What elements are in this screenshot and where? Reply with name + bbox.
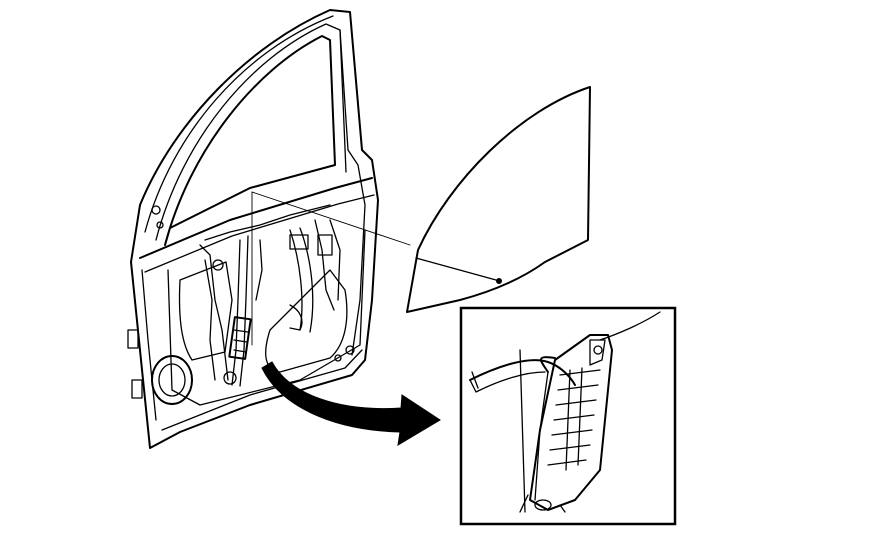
door-rear-edge xyxy=(349,11,363,151)
latch-housing xyxy=(317,234,333,256)
inner-belt-reinforcement xyxy=(204,204,331,241)
regulator-rail-2 xyxy=(239,235,249,387)
regulator-clip xyxy=(228,316,252,360)
inset-guide-line xyxy=(519,349,526,513)
hinge-side-inner xyxy=(141,269,157,421)
inset-glass-edge xyxy=(599,311,661,341)
window-frame-outer-line xyxy=(144,15,334,233)
regulator-cable-2 xyxy=(204,259,216,381)
hinge-lower xyxy=(131,379,143,399)
inner-panel-opening-left xyxy=(178,261,233,361)
inset-regulator-carrier xyxy=(529,334,613,511)
regulator-pulley-upper xyxy=(212,259,224,271)
handle-bezel xyxy=(289,304,303,331)
fastener-2 xyxy=(334,354,342,362)
belt-line xyxy=(139,177,373,259)
inset-carrier-hole xyxy=(593,345,603,355)
speaker-opening xyxy=(151,355,193,405)
mount-hole xyxy=(156,221,164,229)
fastener-1 xyxy=(345,345,355,355)
speaker-inner xyxy=(158,363,186,397)
regulator-rail xyxy=(231,239,241,386)
handle-bracket xyxy=(289,234,309,250)
window-frame-inner-line xyxy=(155,23,347,241)
glass-mounting-hole xyxy=(496,278,502,284)
inner-panel-opening-right xyxy=(265,269,348,373)
hinge-upper xyxy=(127,329,139,349)
regulator-pulley xyxy=(223,371,237,385)
mirror-mount-hole xyxy=(151,205,161,215)
inset-pulley xyxy=(534,499,552,511)
door-frame-drawing xyxy=(127,9,379,449)
inset-carrier-rails xyxy=(565,367,583,471)
inset-lower-lines xyxy=(519,494,566,513)
inset-cable-end xyxy=(471,371,479,389)
leader-diagonal xyxy=(251,191,411,246)
window-regulator xyxy=(199,204,355,387)
belt-line-lower xyxy=(144,194,375,273)
inset-cable xyxy=(469,359,576,386)
inset-carrier-top xyxy=(589,339,606,366)
inset-carrier-edge xyxy=(534,371,549,501)
regulator-cable-1 xyxy=(199,244,229,381)
regulator-arm-2 xyxy=(299,227,314,333)
glass-belt-line xyxy=(415,257,497,281)
door-bottom-edge xyxy=(161,349,363,431)
latch-rod-2 xyxy=(329,219,341,301)
regulator-clip-detail-inset xyxy=(459,306,677,526)
inset-clip-tab xyxy=(540,356,556,373)
hinge-side-edge xyxy=(130,261,151,449)
inset-carrier-ribs xyxy=(547,369,601,466)
inset-cable-lower xyxy=(469,371,546,393)
leader-lines xyxy=(251,191,411,346)
glass-outline xyxy=(406,86,591,313)
window-opening xyxy=(164,35,336,246)
door-rear-edge-inner xyxy=(339,29,366,356)
regulator-clip-ribs xyxy=(233,329,249,353)
curved-arrow-to-detail xyxy=(261,361,441,446)
window-glass-drawing xyxy=(406,86,591,313)
inner-panel-outline xyxy=(167,229,366,406)
regulator-guide xyxy=(255,239,263,301)
latch-rod xyxy=(314,219,335,311)
arrow-body xyxy=(261,361,441,446)
